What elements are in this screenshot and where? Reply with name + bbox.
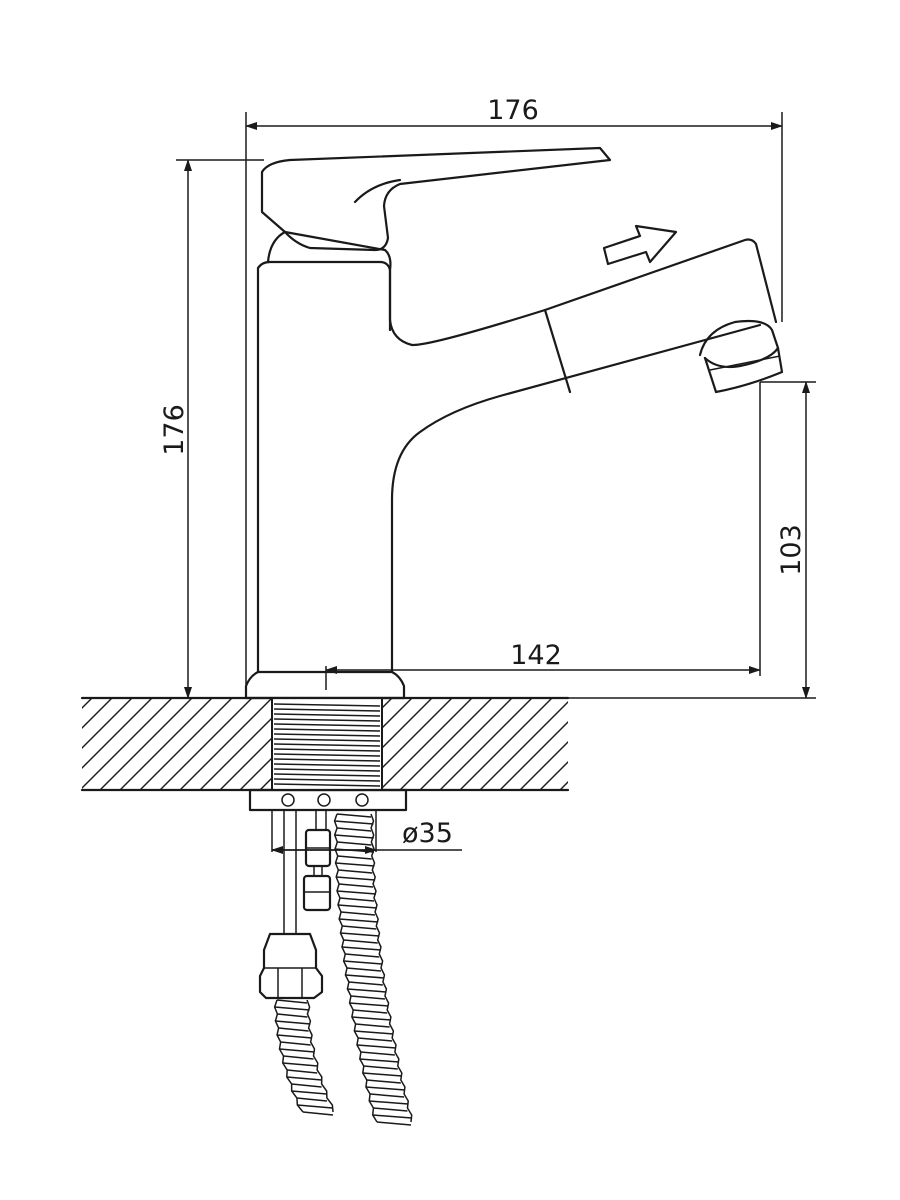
faucet-body xyxy=(244,230,778,700)
dim-spout-height: 103 xyxy=(776,524,807,576)
mounting-kit xyxy=(248,788,413,1126)
dim-mount-diameter: ø35 xyxy=(402,818,453,849)
dim-overall-width: 176 xyxy=(487,95,539,126)
pull-out-arrow-icon xyxy=(602,224,678,266)
lever-handle xyxy=(260,146,612,252)
dim-spout-reach: 142 xyxy=(510,640,562,671)
spray-head xyxy=(698,319,784,394)
dim-overall-height: 176 xyxy=(159,404,190,456)
countertop-section xyxy=(80,696,570,792)
dimension-lines xyxy=(176,112,816,854)
